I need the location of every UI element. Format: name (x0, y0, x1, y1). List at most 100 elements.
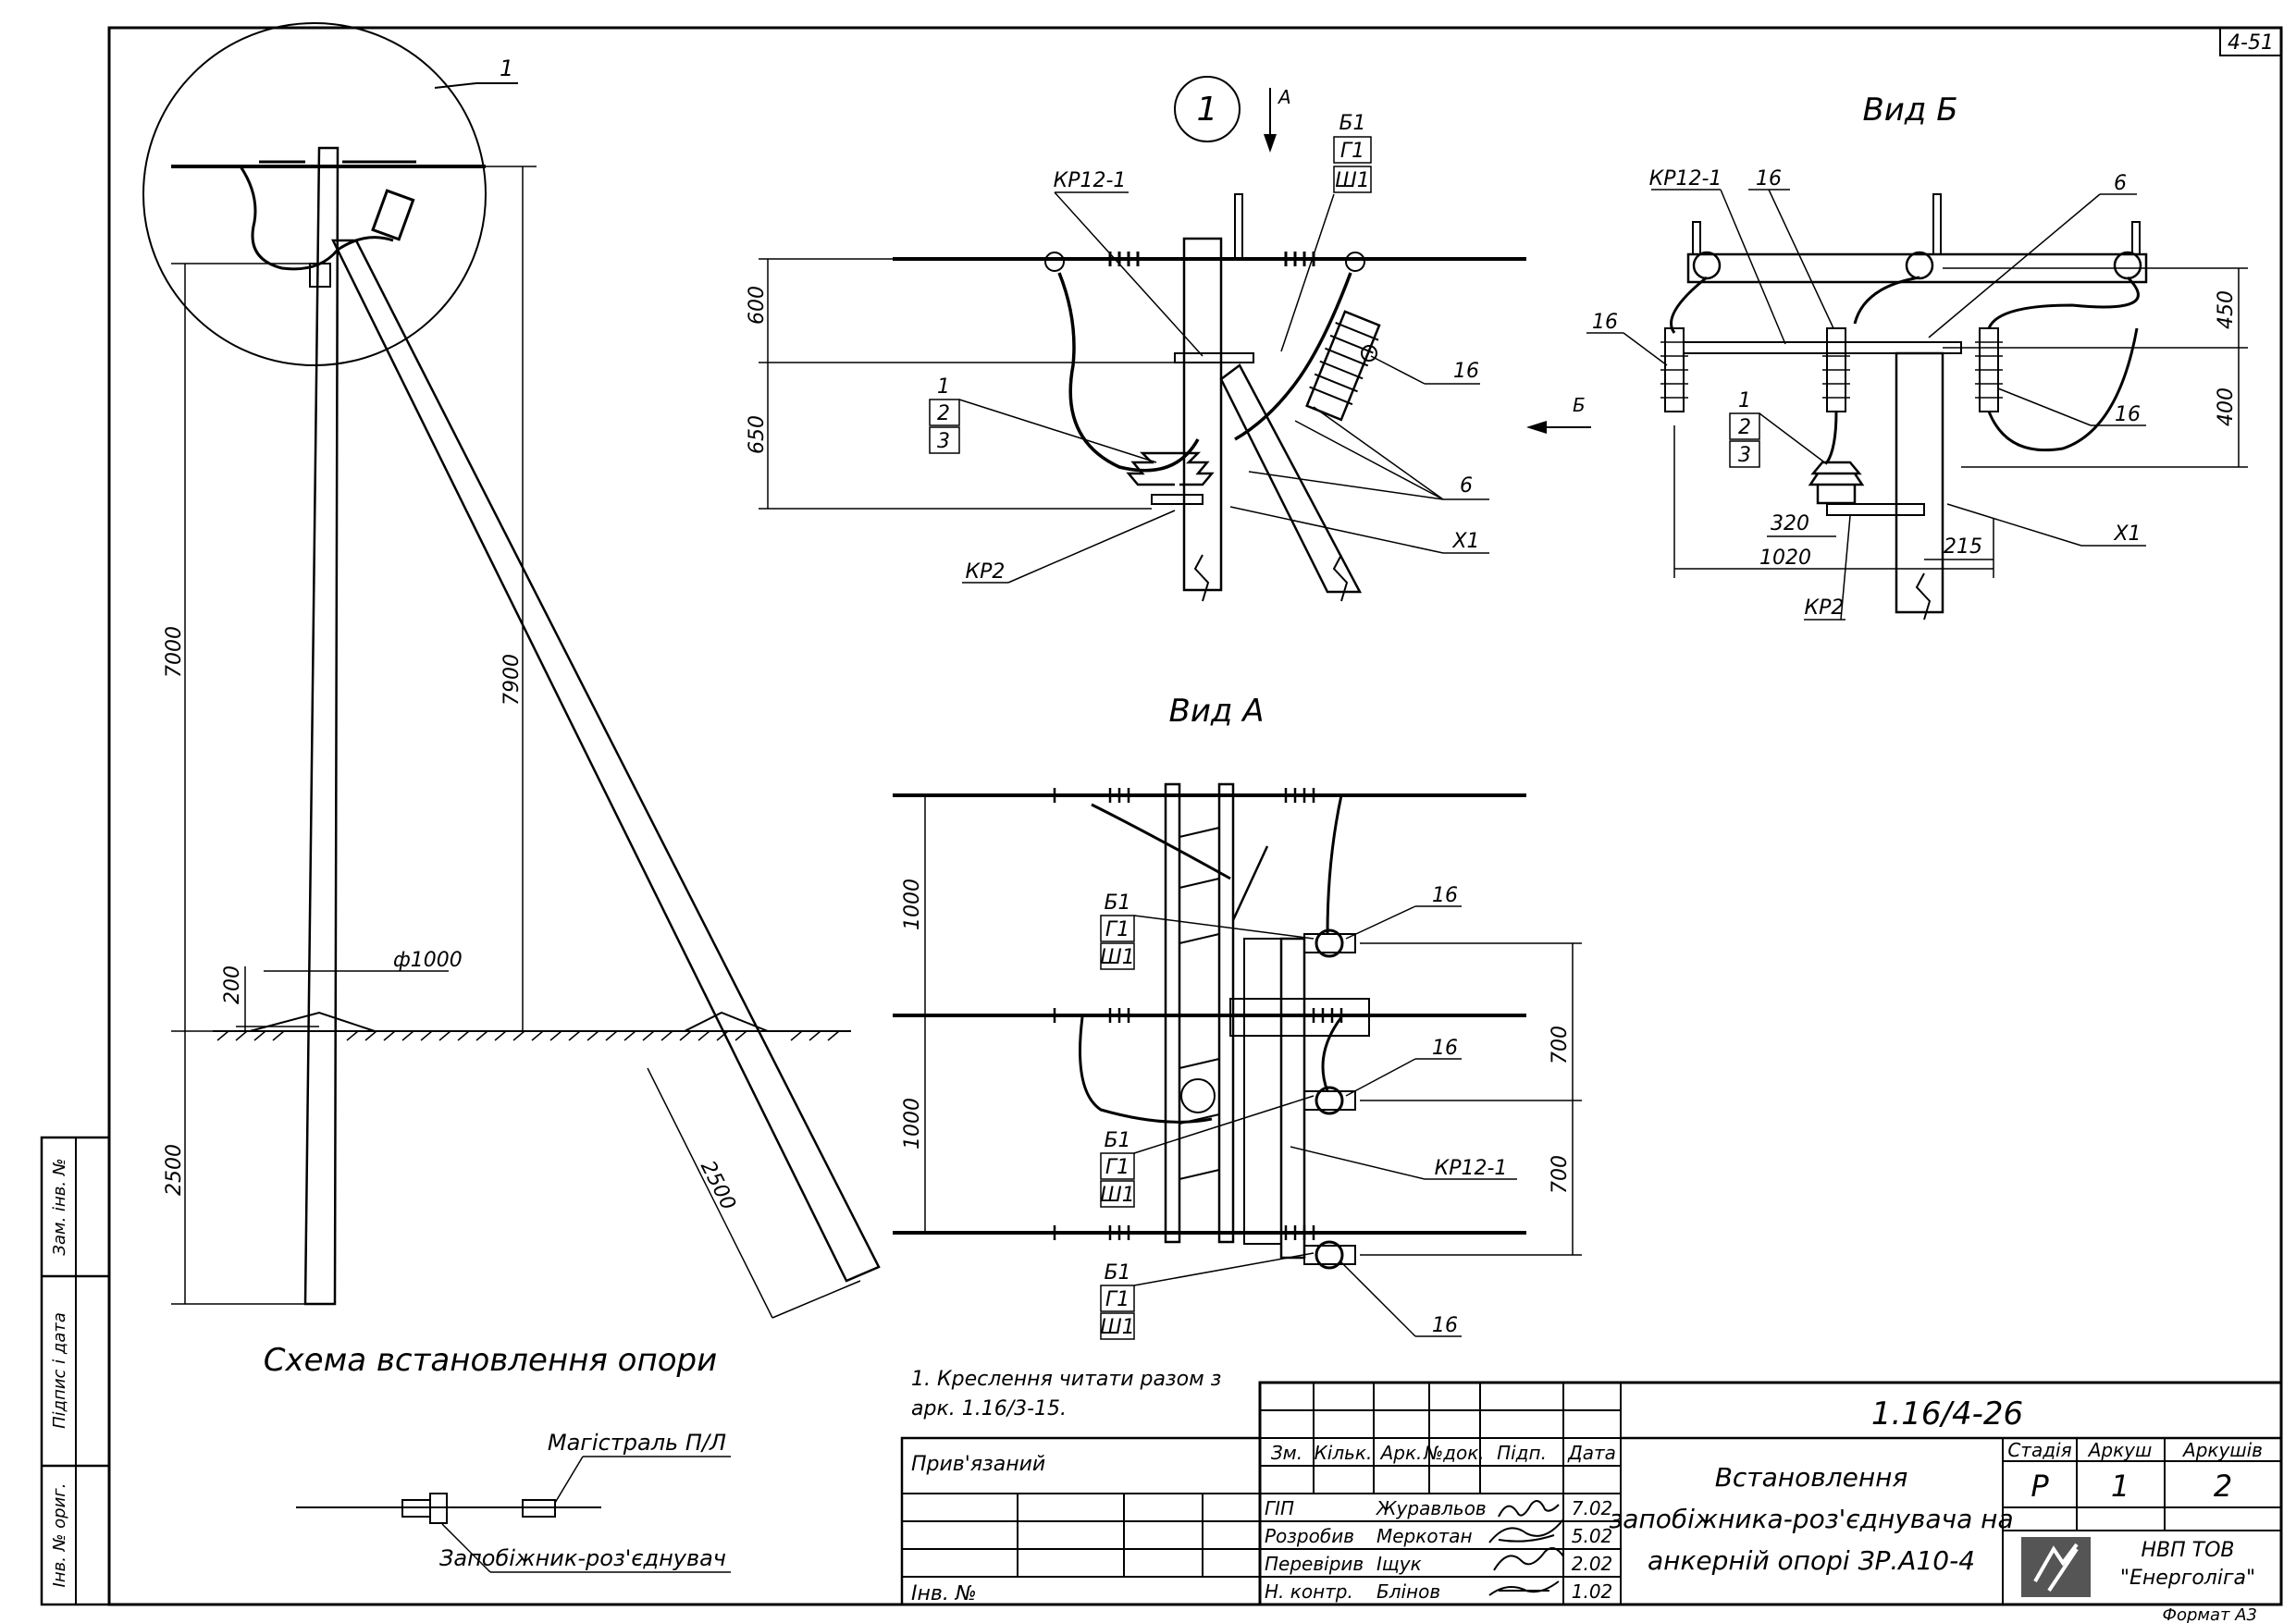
view-b: Вид Б (1586, 92, 2248, 621)
dim-650: 650 (746, 415, 769, 454)
label-16a-vb: 16 (1756, 167, 1782, 191)
dim-450: 450 (2215, 290, 2238, 329)
sheets-header: Аркушів (2181, 1439, 2263, 1461)
label-sh1: Ш1 (1335, 169, 1370, 192)
label-16b-vb: 16 (1592, 311, 1618, 334)
dim-2500-brace: 2500 (696, 1157, 740, 1213)
role-2: Розробив (1265, 1525, 1354, 1547)
label-16a-va: 16 (1432, 884, 1458, 907)
label-b1c: Б1 (1104, 1261, 1130, 1285)
name-3: Іщук (1376, 1553, 1422, 1575)
view-a: Вид А 1000 1000 (893, 693, 1582, 1340)
label-16c-vb: 16 (2115, 403, 2141, 426)
dim-700b: 700 (1549, 1155, 1572, 1194)
label-kr2-vb: КР2 (1805, 596, 1845, 620)
side-zam-inv: Зам. інв. № (50, 1158, 69, 1255)
brace-pole (330, 239, 881, 1283)
label-3-vb: 3 (1738, 444, 1751, 467)
label-2-vb: 2 (1738, 416, 1751, 439)
dim-1000b: 1000 (901, 1098, 924, 1150)
label-x1: Х1 (1451, 530, 1479, 553)
doc-code: 1.16/4-26 (1871, 1396, 2023, 1432)
main-pole (303, 146, 339, 1306)
label-kr12-1: КР12-1 (1054, 169, 1127, 192)
inv-no: Інв. № (911, 1582, 977, 1605)
pryvyazanyi: Прив'язаний (911, 1453, 1045, 1476)
wiring-scheme: Магістраль П/Л Запобіжник-роз'єднувач (296, 1430, 731, 1573)
left-view-title: Схема встановлення опори (264, 1342, 717, 1379)
date-2: 5.02 (1572, 1525, 1613, 1547)
label-3: 3 (937, 430, 950, 453)
view-b-title: Вид Б (1862, 92, 1957, 129)
label-2: 2 (937, 402, 950, 425)
label-16: 16 (1453, 360, 1479, 383)
detail-number-circle (1174, 76, 1241, 142)
role-4: Н. контр. (1265, 1580, 1353, 1603)
org-logo (2021, 1537, 2091, 1597)
name-4: Блінов (1376, 1580, 1440, 1603)
label-g1a: Г1 (1105, 918, 1129, 941)
dim-400: 400 (2215, 387, 2238, 426)
view-a-title: Вид А (1169, 693, 1265, 730)
callout-1: 1 (500, 55, 513, 81)
label-6-vb: 6 (2114, 172, 2127, 195)
hdr-data: Дата (1567, 1442, 1616, 1464)
fuse-disconnector-label: Запобіжник-роз'єднувач (439, 1545, 726, 1571)
date-4: 1.02 (1572, 1580, 1613, 1603)
role-1: ГІП (1265, 1497, 1294, 1519)
dim-1020: 1020 (1759, 547, 1811, 570)
hdr-pidp: Підп. (1497, 1442, 1547, 1464)
hdr-ndok: №док. (1423, 1442, 1484, 1464)
label-x1-vb: Х1 (2113, 523, 2141, 546)
name-2: Меркотан (1376, 1525, 1473, 1547)
detail-number: 1 (1197, 91, 1218, 129)
format-label: Формат А3 (2162, 1605, 2257, 1623)
label-sh1c: Ш1 (1100, 1316, 1135, 1339)
title-block: 1.16/4-26 Прив'язаний Інв. № Зм. Кільк. … (900, 1381, 2283, 1606)
label-g1b: Г1 (1105, 1156, 1129, 1179)
side-inv-pidl: Інв. № ориг. (50, 1483, 69, 1588)
note-line-2: арк. 1.16/3-15. (911, 1397, 1067, 1420)
stage-value: Р (2031, 1469, 2049, 1504)
pole-installation-scheme: 1 7000 2500 7900 200 ф1000 (142, 22, 881, 1379)
sheet-ref: 4-51 (2228, 31, 2274, 55)
dim-7900: 7900 (500, 654, 524, 706)
dim-700a: 700 (1549, 1026, 1572, 1064)
signature-4 (1488, 1580, 1560, 1596)
label-sh1b: Ш1 (1100, 1184, 1135, 1207)
sheets-value: 2 (2214, 1469, 2232, 1504)
detail-1: 1 А Б 600 (746, 76, 1591, 602)
label-b1b: Б1 (1104, 1129, 1130, 1152)
signature-2 (1488, 1518, 1564, 1543)
dim-1000-diameter: ф1000 (393, 949, 463, 972)
dim-215: 215 (1944, 535, 1982, 559)
date-1: 7.02 (1572, 1497, 1613, 1519)
detail-circle (142, 22, 487, 366)
stage-header: Стадія (2007, 1439, 2071, 1461)
dim-320: 320 (1771, 512, 1809, 535)
hdr-ark: Арк. (1379, 1442, 1423, 1464)
side-pidpys: Підпис і дата (50, 1312, 69, 1429)
dim-7000: 7000 (163, 626, 186, 678)
label-sh1a: Ш1 (1100, 946, 1135, 969)
label-b1: Б1 (1339, 112, 1365, 135)
note-line-1: 1. Креслення читати разом з (911, 1368, 1221, 1391)
label-g1: Г1 (1340, 140, 1364, 163)
dim-2500-left: 2500 (163, 1144, 186, 1196)
hdr-zm: Зм. (1271, 1442, 1302, 1464)
side-stamp: Зам. інв. № Підпис і дата Інв. № ориг. (40, 1136, 111, 1606)
title-line-2: запобіжника-роз'єднувача на (1609, 1504, 2013, 1534)
label-6: 6 (1460, 474, 1473, 498)
name-1: Журавльов (1375, 1497, 1487, 1519)
sheet-ref-box (2219, 27, 2282, 56)
role-3: Перевірив (1265, 1553, 1364, 1575)
label-1: 1 (937, 375, 950, 399)
sheet-value: 1 (2111, 1469, 2129, 1504)
dim-1000a: 1000 (901, 879, 924, 930)
date-3: 2.02 (1572, 1553, 1613, 1575)
arrow-a-label: А (1277, 86, 1291, 108)
org-line-1: НВП ТОВ (2141, 1539, 2234, 1562)
label-b1a: Б1 (1104, 891, 1130, 915)
label-kr12-1-vb: КР12-1 (1649, 167, 1722, 191)
